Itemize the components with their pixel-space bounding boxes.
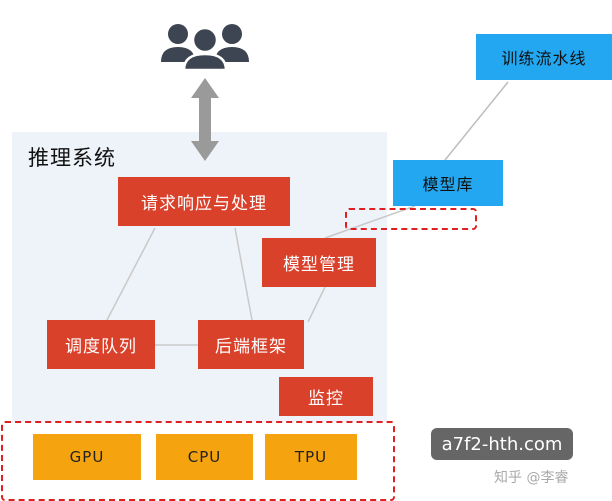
scheduler-queue-node[interactable]: 调度队列: [47, 320, 155, 369]
gpu-chip[interactable]: GPU: [33, 434, 141, 480]
mgmt-to-backend-line: [307, 286, 326, 323]
request-to-scheduler-line: [106, 227, 156, 321]
watermark-text: 知乎 @李睿: [494, 470, 569, 486]
model-repository-node[interactable]: 模型库: [393, 160, 503, 206]
request-response-node[interactable]: 请求响应与处理: [118, 177, 290, 226]
pipeline-to-repo-line: [444, 81, 509, 161]
backend-to-request-line: [234, 227, 253, 321]
backend-framework-node[interactable]: 后端框架: [198, 320, 304, 369]
model-management-node[interactable]: 模型管理: [262, 238, 376, 287]
tpu-chip[interactable]: TPU: [265, 434, 357, 480]
monitor-node[interactable]: 监控: [279, 377, 373, 416]
watermark-pill: a7f2-hth.com: [431, 428, 573, 460]
repo-link-highlight: [345, 208, 477, 230]
training-pipeline-node[interactable]: 训练流水线: [476, 34, 612, 80]
repo-to-mgmt-line: [324, 205, 416, 239]
cpu-chip[interactable]: CPU: [156, 434, 253, 480]
system-title: 推理系统: [28, 146, 116, 170]
